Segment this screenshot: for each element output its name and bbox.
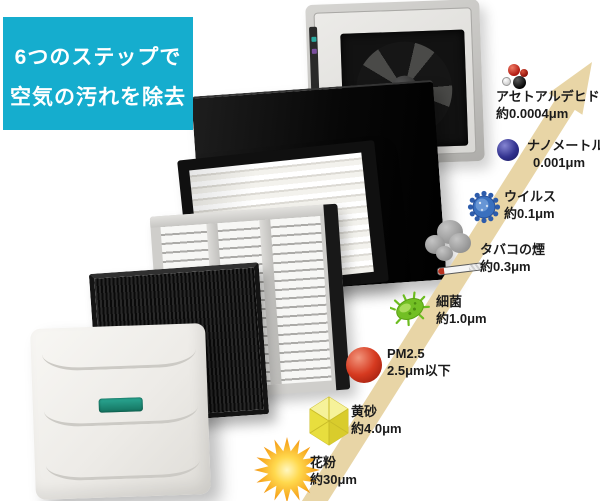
- molecule-icon: [501, 63, 531, 93]
- particle-name: アセトアルデヒド: [496, 89, 600, 104]
- particle-name: ナノメートル: [527, 138, 600, 153]
- smoke-puff: [436, 246, 453, 261]
- particle-name: ウイルス: [504, 189, 557, 204]
- particle-size: 約1.0μm: [436, 311, 487, 326]
- particle-label-pm25: PM2.5 2.5μm以下: [387, 345, 451, 379]
- particle-size: 約0.3μm: [480, 259, 531, 274]
- particle-size: 約0.1μm: [504, 206, 555, 221]
- particle-name: 細菌: [436, 294, 463, 309]
- cigarette-smoke-icon: [423, 220, 491, 282]
- nano-sphere-icon: [497, 139, 519, 161]
- title-line-2: 空気の汚れを除去: [10, 86, 186, 109]
- title-line-1: 6つのステップで: [14, 46, 182, 69]
- particle-label-tobacco-smoke: タバコの煙 約0.3μm: [480, 241, 545, 275]
- particle-label-acetaldehyde: アセトアルデヒド 約0.0004μm: [496, 88, 600, 122]
- particle-label-nanometer: ナノメートル 0.001μm: [527, 137, 600, 171]
- pm25-sphere-icon: [346, 347, 382, 383]
- particle-label-pollen: 花粉 約30μm: [310, 454, 357, 488]
- molecule-atom: [520, 69, 528, 77]
- title-box: 6つのステップで 空気の汚れを除去: [3, 17, 193, 130]
- particle-label-yellow-sand: 黄砂 約4.0μm: [351, 403, 402, 437]
- bacteria-icon: [390, 291, 430, 327]
- smoke-puff: [449, 233, 471, 253]
- molecule-atom: [502, 77, 511, 86]
- particle-label-virus: ウイルス 約0.1μm: [504, 188, 556, 222]
- particle-name: 黄砂: [351, 404, 378, 419]
- yellow-sand-icon: [309, 396, 349, 446]
- pollen-icon: [254, 437, 320, 501]
- particle-size: 約0.0004μm: [496, 106, 569, 121]
- cigarette-ember: [437, 267, 445, 275]
- molecule-atom: [508, 64, 520, 76]
- arrow-shape: [301, 62, 592, 501]
- particle-label-bacteria: 細菌 約1.0μm: [436, 293, 487, 327]
- particle-size: 2.5μm以下: [387, 363, 451, 378]
- particle-size: 約30μm: [310, 472, 357, 487]
- molecule-atom: [513, 76, 526, 89]
- virus-icon: [467, 190, 501, 224]
- particle-name: タバコの煙: [480, 242, 546, 257]
- cigarette: [436, 262, 484, 276]
- particle-name: 花粉: [310, 455, 337, 470]
- particle-size: 約4.0μm: [351, 421, 402, 436]
- particle-size: 0.001μm: [533, 155, 586, 170]
- particle-name: PM2.5: [387, 346, 425, 361]
